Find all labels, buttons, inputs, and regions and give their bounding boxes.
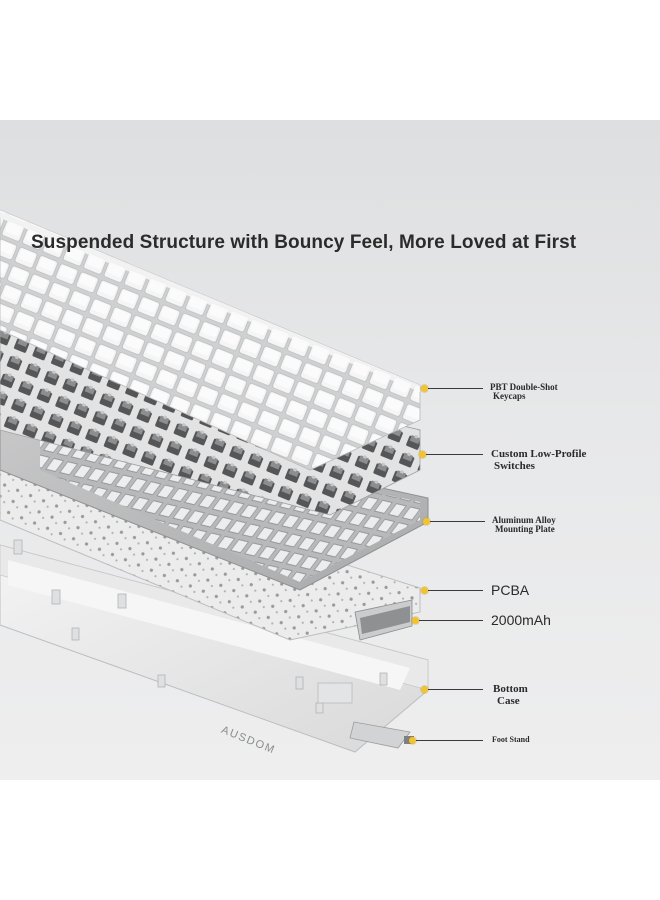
callout-plate-line1: Aluminum Alloy — [492, 515, 556, 525]
callout-dot-case — [421, 686, 428, 693]
callout-label-case: Bottom Case — [493, 683, 528, 707]
callout-plate-line2: Mounting Plate — [495, 524, 555, 535]
callout-line-pcba — [428, 590, 483, 591]
callout-line-plate — [430, 521, 485, 522]
callout-label-switches: Custom Low-Profile Switches — [491, 448, 587, 472]
callout-line-keycaps — [428, 388, 483, 389]
callout-label-battery: 2000mAh — [491, 613, 551, 628]
callout-stand-line1: Foot Stand — [492, 735, 530, 744]
callout-switches-line2: Switches — [494, 459, 535, 472]
callout-keycaps-line1: PBT Double-Shot — [490, 382, 558, 392]
callout-dot-battery — [412, 617, 419, 624]
callout-line-battery — [419, 620, 483, 621]
callout-dot-switches — [419, 451, 426, 458]
callout-dot-plate — [423, 518, 430, 525]
callout-switches-line1: Custom Low-Profile — [491, 448, 587, 460]
callout-label-plate: Aluminum Alloy Mounting Plate — [492, 515, 556, 535]
callout-case-line2: Case — [497, 694, 520, 707]
callout-line-stand — [416, 740, 483, 741]
callout-label-pcba: PCBA — [491, 583, 529, 598]
headline: Suspended Structure with Bouncy Feel, Mo… — [31, 232, 577, 253]
keyboard-exploded-illustration — [0, 209, 429, 753]
callout-dot-keycaps — [421, 385, 428, 392]
callout-label-stand: Foot Stand — [492, 735, 530, 744]
callout-line-case — [428, 689, 483, 690]
callout-keycaps-line2: Keycaps — [493, 391, 526, 402]
callout-label-keycaps: PBT Double-Shot Keycaps — [490, 382, 558, 402]
callout-battery-line1: 2000mAh — [491, 612, 551, 628]
callout-dot-stand — [409, 737, 416, 744]
callout-pcba-line1: PCBA — [491, 582, 530, 598]
callout-dot-pcba — [421, 587, 428, 594]
callout-case-line1: Bottom — [493, 683, 528, 695]
callout-line-switches — [426, 454, 483, 455]
